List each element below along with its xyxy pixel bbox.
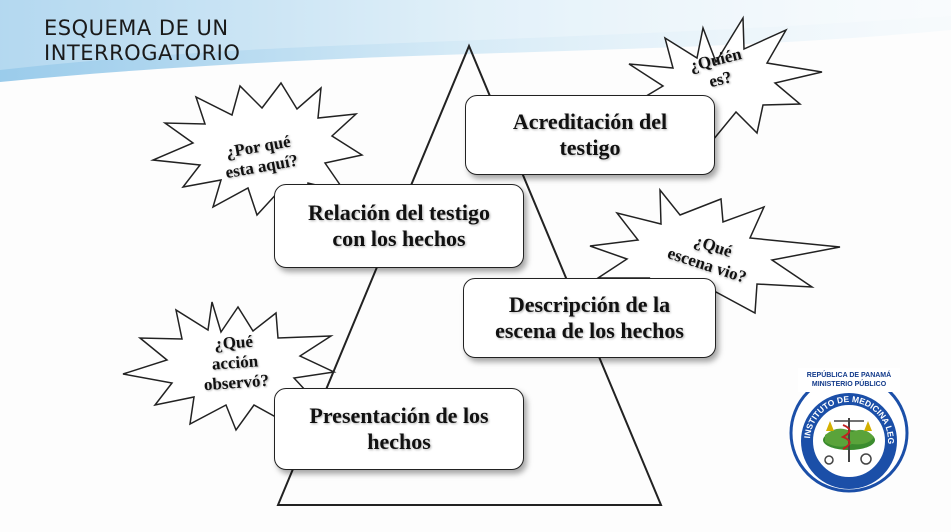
box-acreditacion-line1: Acreditación del <box>512 109 668 134</box>
burst-porque <box>150 81 364 217</box>
seal-republica: REPÚBLICA DE PANAMÁ <box>806 372 892 379</box>
box-presentacion-line2: hechos <box>367 429 431 454</box>
background-wave <box>0 0 951 82</box>
title-line-2: interrogatorio <box>44 41 241 65</box>
box-presentacion-line1: Presentación de los <box>309 403 489 428</box>
title-line-1: Esquema de un <box>44 16 229 40</box>
seal-ministerio: MINISTERIO PÚBLICO <box>811 381 887 388</box>
seal-top-text: REPÚBLICA DE PANAMÁ MINISTERIO PÚBLICO <box>798 371 900 389</box>
box-acreditacion: Acreditación del testigo <box>465 95 715 175</box>
box-relacion: Relación del testigo con los hechos <box>274 184 524 268</box>
box-presentacion: Presentación de los hechos <box>274 388 524 470</box>
box-descripcion: Descripción de la escena de los hechos <box>463 278 716 358</box>
box-relacion-line2: con los hechos <box>332 226 466 251</box>
pyramid-triangle <box>276 43 663 506</box>
burst-accion-text: ¿Qué acción observó? <box>183 330 287 397</box>
page-title: Esquema de un interrogatorio <box>44 16 240 66</box>
box-acreditacion-line2: testigo <box>559 135 621 160</box>
box-descripcion-line2: escena de los hechos <box>495 318 684 343</box>
box-relacion-line1: Relación del testigo <box>307 200 491 225</box>
box-descripcion-line1: Descripción de la <box>508 292 671 317</box>
